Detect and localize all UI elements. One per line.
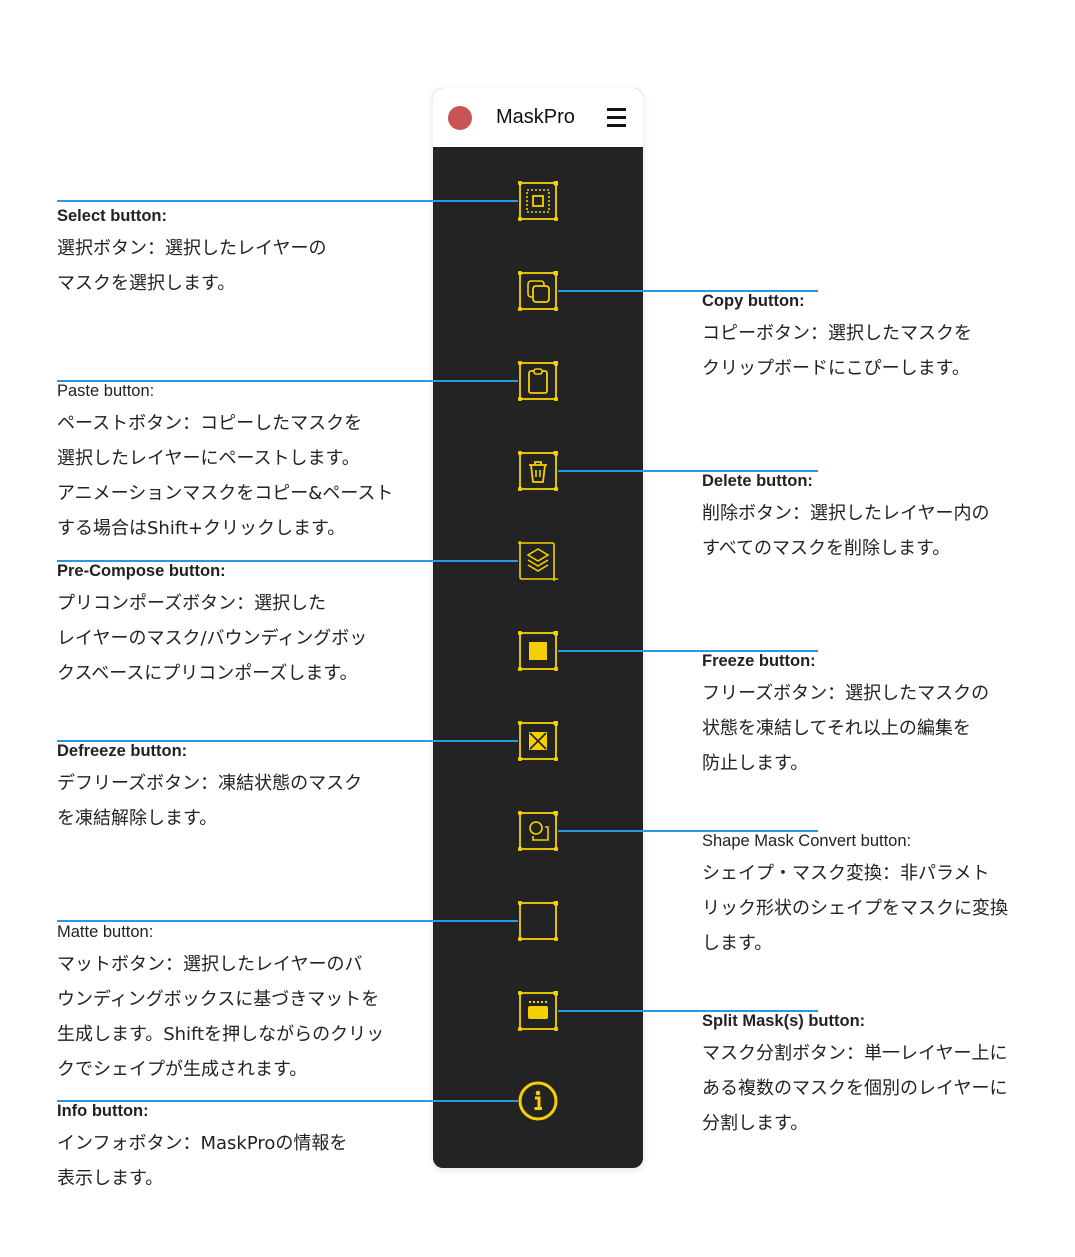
select-description: Select button: 選択ボタン：選択したレイヤーのマスクを選択します。 <box>57 205 326 301</box>
info-desc-line: 表示します。 <box>57 1168 164 1189</box>
split-description: Split Mask(s) button: マスク分割ボタン：単一レイヤー上にある… <box>702 1010 1007 1141</box>
hamburger-menu-icon[interactable] <box>607 108 626 132</box>
panel-header: MaskPro <box>433 88 643 147</box>
precompose-description: Pre-Compose button: プリコンポーズボタン：選択したレイヤーのマ… <box>57 560 367 691</box>
info-icon <box>518 1081 558 1121</box>
freeze-desc-line: 防止します。 <box>702 753 809 774</box>
precompose-title: Pre-Compose button: <box>57 562 226 580</box>
delete-desc-line: 削除ボタン：選択したレイヤー内の <box>702 503 990 524</box>
matte-callout-line <box>57 920 518 922</box>
shape-convert-icon <box>517 810 559 852</box>
copy-desc-line: コピーボタン：選択したマスクを <box>702 323 972 344</box>
paste-desc-line: アニメーションマスクをコピー&ペースト <box>57 483 394 504</box>
precompose-desc-line: クスベースにプリコンポーズします。 <box>57 663 358 684</box>
precompose-button[interactable] <box>518 541 558 581</box>
freeze-description: Freeze button: フリーズボタン：選択したマスクの状態を凍結してそれ以… <box>702 650 989 781</box>
select-title: Select button: <box>57 207 167 225</box>
paste-desc-line: 選択したレイヤーにペーストします。 <box>57 448 360 469</box>
precompose-callout-line <box>57 560 518 562</box>
defreeze-description: Defreeze button: デフリーズボタン：凍結状態のマスクを凍結解除しま… <box>57 740 362 836</box>
layers-icon <box>518 541 558 581</box>
paste-desc-line: ペーストボタン：コピーしたマスクを <box>57 413 363 434</box>
trash-icon <box>517 450 559 492</box>
defreeze-desc-line: デフリーズボタン：凍結状態のマスク <box>57 773 363 794</box>
paste-button[interactable] <box>517 360 559 402</box>
copy-description: Copy button: コピーボタン：選択したマスクをクリップボードにこぴーしま… <box>702 290 972 386</box>
copy-title: Copy button: <box>702 292 805 310</box>
split-callout-line <box>558 1010 818 1012</box>
shapeconvert-desc-line: します。 <box>702 933 773 954</box>
split-button[interactable] <box>517 990 559 1032</box>
info-title: Info button: <box>57 1102 149 1120</box>
shapeconvert-desc-line: リック形状のシェイプをマスクに変換 <box>702 898 1008 919</box>
paste-description: Paste button: ペーストボタン：コピーしたマスクを選択したレイヤーにペ… <box>57 380 393 546</box>
maskpro-panel: MaskPro <box>433 88 643 1168</box>
paste-desc-line: する場合はShift+クリックします。 <box>57 518 346 539</box>
matte-icon <box>517 900 559 942</box>
delete-callout-line <box>558 470 818 472</box>
copy-callout-line <box>558 290 818 292</box>
matte-desc-line: ウンディングボックスに基づきマットを <box>57 989 380 1010</box>
select-callout-line <box>57 200 518 202</box>
split-desc-line: マスク分割ボタン：単一レイヤー上に <box>702 1043 1008 1064</box>
clipboard-icon <box>517 360 559 402</box>
shapeconvert-title: Shape Mask Convert button: <box>702 832 912 850</box>
delete-description: Delete button: 削除ボタン：選択したレイヤー内のすべてのマスクを削除… <box>702 470 989 566</box>
delete-button[interactable] <box>517 450 559 492</box>
info-desc-line: インフォボタン：MaskProの情報を <box>57 1133 348 1154</box>
freeze-title: Freeze button: <box>702 652 816 670</box>
copy-button[interactable] <box>517 270 559 312</box>
freeze-desc-line: 状態を凍結してそれ以上の編集を <box>702 718 971 739</box>
defreeze-icon <box>517 720 559 762</box>
shapeconvert-desc-line: シェイプ・マスク変換：非パラメト <box>702 863 990 884</box>
matte-title: Matte button: <box>57 923 154 941</box>
defreeze-button[interactable] <box>517 720 559 762</box>
freeze-callout-line <box>558 650 818 652</box>
freeze-icon <box>517 630 559 672</box>
split-mask-icon <box>517 990 559 1032</box>
matte-desc-line: 生成します。Shiftを押しながらのクリッ <box>57 1024 385 1045</box>
defreeze-callout-line <box>57 740 518 742</box>
select-desc-line: マスクを選択します。 <box>57 273 236 294</box>
close-button[interactable] <box>448 106 472 130</box>
delete-desc-line: すべてのマスクを削除します。 <box>702 538 951 559</box>
select-icon <box>517 180 559 222</box>
info-description: Info button: インフォボタン：MaskProの情報を表示します。 <box>57 1100 347 1196</box>
split-desc-line: 分割します。 <box>702 1113 809 1134</box>
matte-description: Matte button: マットボタン：選択したレイヤーのバウンディングボックス… <box>57 921 384 1087</box>
info-button[interactable] <box>518 1081 558 1121</box>
freeze-desc-line: フリーズボタン：選択したマスクの <box>702 683 990 704</box>
copy-desc-line: クリップボードにこぴーします。 <box>702 358 970 379</box>
shapeconvert-button[interactable] <box>517 810 559 852</box>
defreeze-title: Defreeze button: <box>57 742 188 760</box>
matte-desc-line: マットボタン：選択したレイヤーのバ <box>57 954 363 975</box>
shapeconvert-description: Shape Mask Convert button: シェイプ・マスク変換：非パラ… <box>702 830 1008 961</box>
precompose-desc-line: レイヤーのマスク/バウンディングボッ <box>57 628 368 649</box>
split-title: Split Mask(s) button: <box>702 1012 866 1030</box>
split-desc-line: ある複数のマスクを個別のレイヤーに <box>702 1078 1008 1099</box>
paste-callout-line <box>57 380 518 382</box>
matte-desc-line: クでシェイプが生成されます。 <box>57 1059 308 1080</box>
defreeze-desc-line: を凍結解除します。 <box>57 808 218 829</box>
shapeconvert-callout-line <box>558 830 818 832</box>
copy-icon <box>517 270 559 312</box>
precompose-desc-line: プリコンポーズボタン：選択した <box>57 593 327 614</box>
paste-title: Paste button: <box>57 382 155 400</box>
select-button[interactable] <box>517 180 559 222</box>
select-desc-line: 選択ボタン：選択したレイヤーの <box>57 238 327 259</box>
freeze-button[interactable] <box>517 630 559 672</box>
delete-title: Delete button: <box>702 472 813 490</box>
app-title: MaskPro <box>496 106 575 128</box>
info-callout-line <box>57 1100 518 1102</box>
matte-button[interactable] <box>517 900 559 942</box>
